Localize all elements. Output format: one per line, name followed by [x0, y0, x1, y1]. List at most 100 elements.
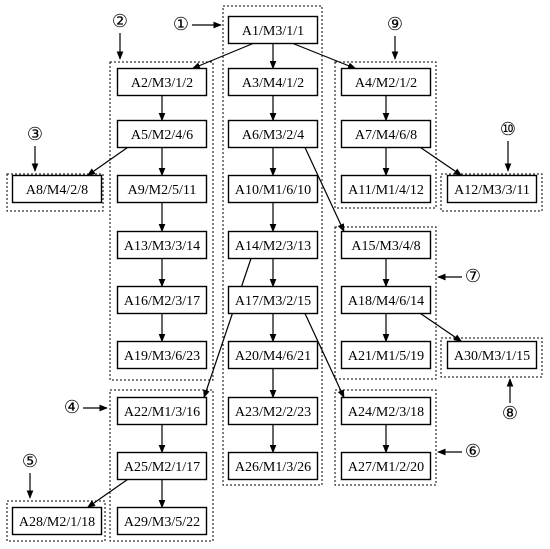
- group-marker-6: ⑥: [437, 441, 481, 461]
- node-a11: A11/M1/4/12: [340, 174, 432, 204]
- group-5-boundary: [6, 500, 106, 542]
- node-box: [116, 119, 208, 149]
- edge-a17-a24: [304, 313, 345, 399]
- group-3-boundary: [6, 173, 104, 212]
- node-label: A7/M4/6/8: [355, 128, 417, 143]
- group-marker-9: ⑨: [387, 14, 403, 60]
- node-label: A12/M3/3/11: [454, 183, 530, 198]
- group-marker-label: ⑩: [500, 119, 516, 139]
- node-a12: A12/M3/3/11: [446, 174, 538, 204]
- node-a5: A5/M2/4/6: [116, 119, 208, 149]
- edge-a7-a12: [420, 147, 463, 176]
- node-label: A26/M1/3/26: [235, 460, 311, 475]
- edge-a5-a8: [86, 147, 128, 176]
- node-box: [340, 67, 432, 97]
- node-a16: A16/M2/3/17: [116, 285, 208, 315]
- node-label: A23/M2/2/23: [235, 405, 311, 420]
- node-box: [340, 119, 432, 149]
- node-box: [340, 285, 432, 315]
- node-a10: A10/M1/6/10: [227, 174, 319, 204]
- node-a21: A21/M1/5/19: [340, 340, 432, 370]
- group-marker-label: ⑨: [387, 14, 403, 34]
- node-label: A22/M1/3/16: [124, 405, 200, 420]
- node-box: [340, 396, 432, 426]
- group-marker-label: ⑤: [22, 451, 38, 471]
- node-box: [11, 506, 103, 536]
- edge-a1-a2: [191, 42, 254, 70]
- group-marker-4: ④: [64, 397, 108, 417]
- node-a30: A30/M3/1/15: [446, 340, 538, 370]
- node-a20: A20/M4/6/21: [227, 340, 319, 370]
- node-label: A13/M3/3/14: [124, 239, 200, 254]
- node-box: [340, 174, 432, 204]
- node-box: [116, 174, 208, 204]
- node-label: A5/M2/4/6: [131, 128, 193, 143]
- node-box: [340, 451, 432, 481]
- node-label: A10/M1/6/10: [235, 183, 311, 198]
- group-marker-label: ⑦: [465, 266, 481, 286]
- node-label: A4/M2/1/2: [355, 76, 417, 91]
- group-6-boundary: [334, 389, 437, 486]
- group-marker-label: ④: [64, 397, 80, 417]
- node-label: A14/M2/3/13: [235, 239, 311, 254]
- node-box: [340, 230, 432, 260]
- node-box: [227, 340, 319, 370]
- group-marker-label: ③: [27, 124, 43, 144]
- node-box: [340, 340, 432, 370]
- node-label: A21/M1/5/19: [348, 349, 424, 364]
- node-a24: A24/M2/3/18: [340, 396, 432, 426]
- node-a7: A7/M4/6/8: [340, 119, 432, 149]
- node-label: A17/M3/2/15: [235, 294, 311, 309]
- edge-a25-a28: [86, 479, 128, 508]
- node-label: A25/M2/1/17: [124, 460, 200, 475]
- node-box: [116, 230, 208, 260]
- node-a8: A8/M4/2/8: [11, 174, 103, 204]
- node-label: A15/M3/4/8: [351, 239, 420, 254]
- node-a18: A18/M4/6/14: [340, 285, 432, 315]
- node-a17: A17/M3/2/15: [227, 285, 319, 315]
- node-label: A20/M4/6/21: [235, 349, 311, 364]
- node-box: [446, 174, 538, 204]
- node-a2: A2/M3/1/2: [116, 67, 208, 97]
- group-marker-5: ⑤: [22, 451, 38, 499]
- group-7-boundary: [334, 226, 437, 380]
- node-box: [116, 67, 208, 97]
- edge-layer: [86, 42, 463, 509]
- node-box: [227, 15, 319, 45]
- edge-a6-a15: [304, 147, 345, 233]
- node-label: A16/M2/3/17: [124, 294, 200, 309]
- node-a3: A3/M4/1/2: [227, 67, 319, 97]
- group-marker-2: ②: [112, 11, 128, 60]
- node-box: [227, 67, 319, 97]
- group-marker-7: ⑦: [437, 266, 481, 286]
- group-2-boundary: [109, 61, 214, 381]
- node-a9: A9/M2/5/11: [116, 174, 208, 204]
- node-label: A29/M3/5/22: [124, 515, 200, 530]
- node-box: [116, 506, 208, 536]
- node-box: [116, 340, 208, 370]
- node-box: [227, 119, 319, 149]
- node-a27: A27/M1/2/20: [340, 451, 432, 481]
- node-box: [446, 340, 538, 370]
- node-a22: A22/M1/3/16: [116, 396, 208, 426]
- group-marker-label: ⑥: [465, 441, 481, 461]
- node-box: [227, 174, 319, 204]
- node-a6: A6/M3/2/4: [227, 119, 319, 149]
- node-a26: A26/M1/3/26: [227, 451, 319, 481]
- node-label: A11/M1/4/12: [348, 183, 424, 198]
- node-label: A30/M3/1/15: [454, 349, 530, 364]
- node-a29: A29/M3/5/22: [116, 506, 208, 536]
- node-a25: A25/M2/1/17: [116, 451, 208, 481]
- node-box: [116, 451, 208, 481]
- node-a13: A13/M3/3/14: [116, 230, 208, 260]
- node-label: A28/M2/1/18: [19, 515, 95, 530]
- node-label: A24/M2/3/18: [348, 405, 424, 420]
- node-box: [227, 285, 319, 315]
- node-a15: A15/M3/4/8: [340, 230, 432, 260]
- node-box: [116, 396, 208, 426]
- node-a1: A1/M3/1/1: [227, 15, 319, 45]
- node-box: [227, 451, 319, 481]
- node-label: A8/M4/2/8: [26, 183, 88, 198]
